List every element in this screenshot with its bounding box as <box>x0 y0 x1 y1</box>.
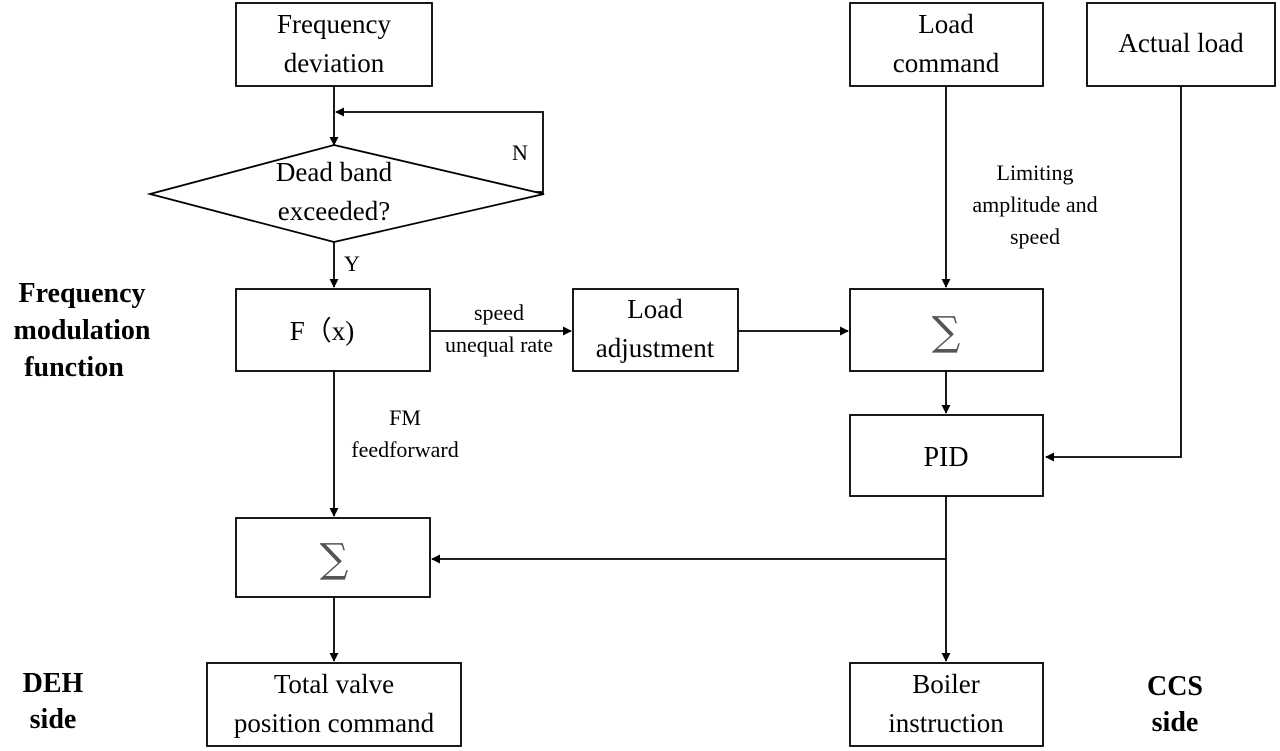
load-adjustment-line-1: Load <box>627 294 683 324</box>
edge-label-limiting-2: amplitude and <box>972 192 1097 217</box>
side-label-freq-mod-1: Frequency <box>18 278 145 309</box>
side-label-freq-mod-3: function <box>24 352 124 383</box>
side-label-deh-1: DEH <box>23 668 84 699</box>
load-adjustment-line-2: adjustment <box>596 333 715 363</box>
fx-label: F（x) <box>290 316 355 346</box>
load-command-line-1: Load <box>918 9 974 39</box>
load-adjustment-node: Load adjustment <box>572 288 739 372</box>
ccs-sum-icon: ∑ <box>932 309 961 355</box>
boiler-line-2: instruction <box>888 708 1004 738</box>
actual-load-label: Actual load <box>1118 28 1244 58</box>
edge-label-feedforward: feedforward <box>351 437 459 462</box>
pid-node: PID <box>849 414 1044 497</box>
total-valve-line-2: position command <box>234 708 435 738</box>
edge-label-limiting-1: Limiting <box>997 160 1074 185</box>
total-valve-line-1: Total valve <box>274 669 394 699</box>
freq-deviation-line-1: Frequency <box>277 9 391 39</box>
load-command-node: Load command <box>849 2 1044 87</box>
edge-actualload-to-pid <box>1045 86 1182 462</box>
side-label-freq-mod-2: modulation <box>14 315 151 346</box>
dead-band-decision: Dead band exceeded? <box>146 144 545 243</box>
edge-label-yes: Y <box>344 251 360 276</box>
side-label-ccs-2: side <box>1152 707 1199 738</box>
side-label-deh-2: side <box>30 704 77 735</box>
edge-label-no: N <box>512 140 528 165</box>
deh-sum-icon: ∑ <box>320 536 349 582</box>
freq-deviation-line-2: deviation <box>284 48 385 78</box>
actual-load-node: Actual load <box>1086 2 1276 87</box>
edge-label-fm: FM <box>389 405 421 430</box>
fx-node: F（x) <box>235 288 431 372</box>
edge-label-speed: speed <box>474 300 524 325</box>
pid-label: PID <box>923 442 968 473</box>
edge-label-limiting-3: speed <box>1010 224 1060 249</box>
dead-band-line-2: exceeded? <box>278 196 390 226</box>
edge-label-unequal-rate: unequal rate <box>445 332 553 357</box>
freq-deviation-node: Frequency deviation <box>235 2 433 87</box>
total-valve-node: Total valve position command <box>206 662 462 747</box>
load-command-line-2: command <box>893 48 1000 78</box>
boiler-node: Boiler instruction <box>849 662 1044 747</box>
boiler-line-1: Boiler <box>912 669 980 699</box>
side-label-ccs-1: CCS <box>1147 671 1203 702</box>
dead-band-line-1: Dead band <box>276 157 393 187</box>
ccs-sum-node: ∑ <box>849 288 1044 372</box>
deh-sum-node: ∑ <box>235 517 431 598</box>
